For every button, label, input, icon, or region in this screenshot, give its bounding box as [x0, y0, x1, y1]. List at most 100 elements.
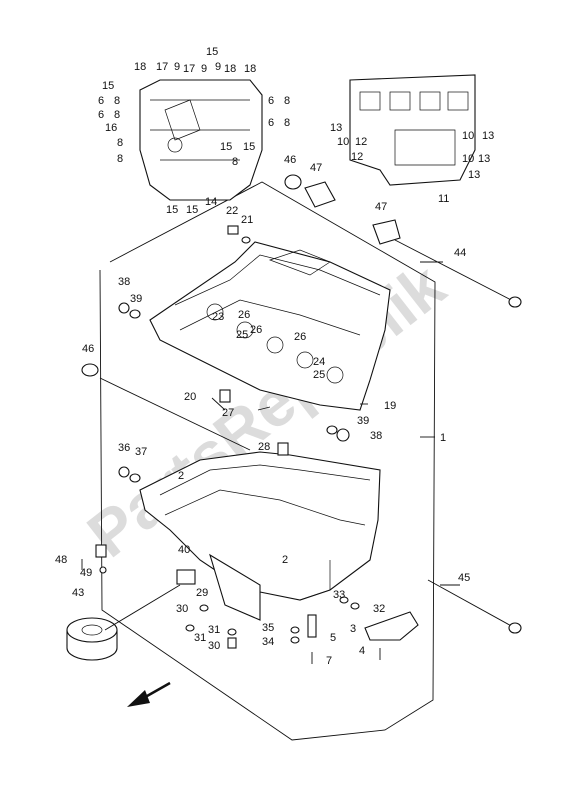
callout-46: 46: [82, 343, 94, 355]
callout-32: 32: [373, 603, 385, 615]
callout-1: 1: [440, 432, 446, 444]
washer-21: [241, 236, 251, 244]
callout-8: 8: [114, 95, 120, 107]
plug-38-right: [336, 428, 350, 442]
washer-33: [339, 596, 349, 604]
dowel-28: [277, 442, 289, 456]
callout-20: 20: [184, 391, 196, 403]
callout-9: 9: [174, 61, 180, 73]
callout-25: 25: [236, 329, 248, 341]
callout-8: 8: [117, 137, 123, 149]
bolt-44: [394, 239, 522, 308]
callout-labels: 15 18 17 9 17 9 9 18 18 15 6 8 6 8 16 8 …: [55, 46, 494, 667]
callout-33: 33: [333, 589, 345, 601]
bolt-30-lower: [227, 637, 237, 649]
callout-15: 15: [243, 141, 255, 153]
direction-arrow: [127, 681, 171, 707]
sleeve-47-right: [372, 219, 401, 245]
callout-6: 6: [268, 95, 274, 107]
callout-27: 27: [222, 407, 234, 419]
washer-39-right: [326, 425, 338, 435]
callout-31: 31: [194, 632, 206, 644]
upper-crankcase: [149, 241, 391, 411]
sleeve-47-upper: [304, 181, 336, 208]
callout-6: 6: [98, 95, 104, 107]
callout-17: 17: [183, 63, 195, 75]
callout-3: 3: [350, 623, 356, 635]
callout-13: 13: [330, 122, 342, 134]
callout-24: 24: [313, 356, 325, 368]
callout-9: 9: [215, 61, 221, 73]
callout-39: 39: [130, 293, 142, 305]
callout-10: 10: [462, 130, 474, 142]
dowel-20: [219, 389, 231, 403]
callout-38: 38: [118, 276, 130, 288]
callout-2: 2: [178, 470, 184, 482]
callout-30: 30: [208, 640, 220, 652]
callout-19: 19: [384, 400, 396, 412]
lower-crankcase: [139, 451, 381, 621]
callout-45: 45: [458, 572, 470, 584]
bolt-35: [290, 626, 300, 634]
callout-30: 30: [176, 603, 188, 615]
callout-5: 5: [330, 632, 336, 644]
callout-6: 6: [98, 109, 104, 121]
callout-12: 12: [351, 151, 363, 163]
washer-32: [350, 602, 360, 610]
callout-15: 15: [206, 46, 218, 58]
callout-9: 9: [201, 63, 207, 75]
callout-39: 39: [357, 415, 369, 427]
callout-21: 21: [241, 214, 253, 226]
callout-49: 49: [80, 567, 92, 579]
leader-lines: [81, 261, 460, 631]
callout-8: 8: [117, 153, 123, 165]
callout-15: 15: [186, 204, 198, 216]
callout-10: 10: [462, 153, 474, 165]
inset-right-view: [349, 74, 476, 186]
plug-36: [118, 466, 130, 478]
cover-3: [364, 611, 419, 641]
washer-37: [129, 473, 141, 483]
callout-13: 13: [468, 169, 480, 181]
callout-35: 35: [262, 622, 274, 634]
callout-48: 48: [55, 554, 67, 566]
plug-38-left: [118, 302, 130, 314]
inset-left-underside: [139, 79, 263, 201]
callout-36: 36: [118, 442, 130, 454]
callout-26: 26: [250, 324, 262, 336]
callout-18: 18: [224, 63, 236, 75]
callout-14: 14: [205, 196, 217, 208]
callout-31: 31: [208, 624, 220, 636]
washer-46-left: [81, 363, 99, 377]
callout-25: 25: [313, 369, 325, 381]
callout-47: 47: [375, 201, 387, 213]
callout-43: 43: [72, 587, 84, 599]
callout-18: 18: [244, 63, 256, 75]
bolt-22: [227, 225, 239, 235]
callout-26: 26: [294, 331, 306, 343]
callout-15: 15: [166, 204, 178, 216]
callout-12: 12: [355, 136, 367, 148]
oring-49: [99, 566, 107, 574]
bolt-30-upper: [199, 604, 209, 612]
callout-7: 7: [326, 655, 332, 667]
callout-13: 13: [482, 130, 494, 142]
callout-29: 29: [196, 587, 208, 599]
callout-2: 2: [282, 554, 288, 566]
pipe-5: [307, 614, 317, 638]
callout-8: 8: [232, 156, 238, 168]
callout-15: 15: [102, 80, 114, 92]
callout-28: 28: [258, 441, 270, 453]
callout-38: 38: [370, 430, 382, 442]
washer-31-lower: [227, 628, 237, 636]
callout-11: 11: [438, 193, 449, 205]
washer-46-upper: [284, 174, 302, 190]
fitting-40: [176, 569, 196, 585]
oil-filter: [66, 617, 118, 661]
callout-8: 8: [284, 95, 290, 107]
callout-8: 8: [114, 109, 120, 121]
callout-10: 10: [337, 136, 349, 148]
bolt-31-left: [185, 624, 195, 632]
callout-6: 6: [268, 117, 274, 129]
